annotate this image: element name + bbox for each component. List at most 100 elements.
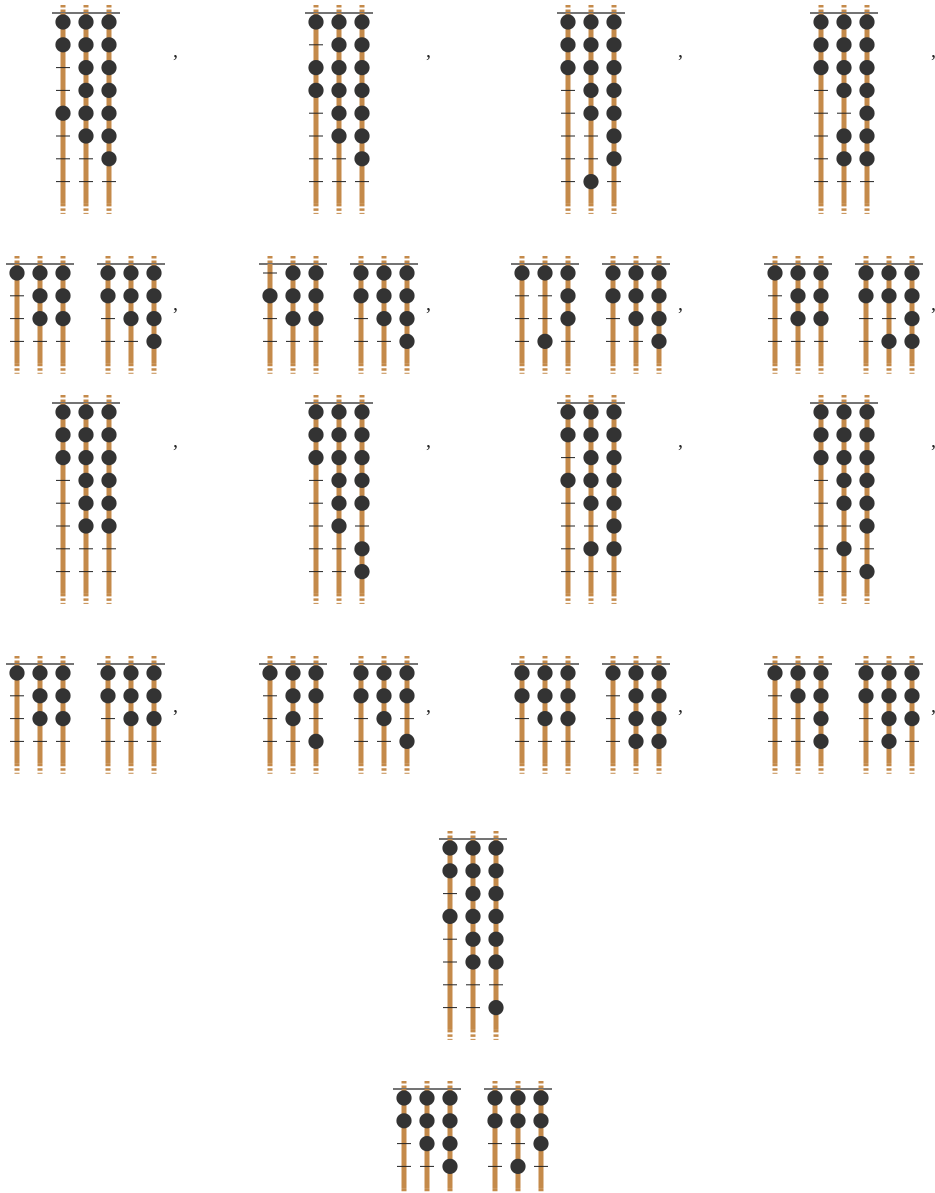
tall-abacus (305, 395, 373, 604)
separator-comma: , (678, 40, 683, 62)
abacus-bead (32, 665, 47, 680)
abacus-bead (813, 37, 828, 52)
abacus-bead (628, 665, 643, 680)
small-abacus (511, 256, 579, 374)
abacus-bead (836, 37, 851, 52)
abacus-bead (560, 473, 575, 488)
abacus-bead (651, 334, 666, 349)
abacus-bead (859, 14, 874, 29)
separator-comma: , (426, 695, 431, 717)
abacus-bead (376, 311, 391, 326)
abacus-bead (813, 265, 828, 280)
abacus-bead (354, 60, 369, 75)
abacus-bead (533, 1136, 548, 1151)
abacus-bead (651, 688, 666, 703)
abacus-bead (354, 427, 369, 442)
abacus-bead (813, 450, 828, 465)
tall-abacus (439, 831, 507, 1040)
abacus-bead (55, 404, 70, 419)
abacus-bead (55, 265, 70, 280)
abacus-bead (308, 450, 323, 465)
abacus-bead (881, 334, 896, 349)
abacus-bead (813, 734, 828, 749)
abacus-bead (881, 288, 896, 303)
abacus-bead (101, 106, 116, 121)
abacus-bead (32, 688, 47, 703)
tall-abacus (810, 395, 878, 604)
abacus-bead (353, 265, 368, 280)
abacus-bead (55, 37, 70, 52)
abacus-bead (331, 496, 346, 511)
abacus-bead (353, 288, 368, 303)
abacus-bead (813, 711, 828, 726)
abacus-bead (904, 665, 919, 680)
abacus-bead (465, 909, 480, 924)
small-abacus (6, 256, 74, 374)
abacus-bead (396, 1113, 411, 1128)
abacus-bead (285, 688, 300, 703)
small-abacus (259, 656, 327, 774)
abacus-bead (628, 288, 643, 303)
abacus-bead (78, 496, 93, 511)
abacus-bead (55, 288, 70, 303)
abacus-bead (399, 288, 414, 303)
abacus-bead (262, 288, 277, 303)
abacus-bead (465, 886, 480, 901)
abacus-bead (331, 14, 346, 29)
abacus-bead (510, 1113, 525, 1128)
abacus-bead (560, 427, 575, 442)
abacus-bead (904, 311, 919, 326)
abacus-bead (560, 14, 575, 29)
abacus-bead (354, 128, 369, 143)
abacus-bead (790, 688, 805, 703)
abacus-bead (146, 288, 161, 303)
small-abacus (764, 656, 832, 774)
abacus-bead (583, 473, 598, 488)
abacus-bead (285, 288, 300, 303)
abacus-bead (488, 863, 503, 878)
abacus-figure (764, 5, 923, 374)
abacus-bead (465, 954, 480, 969)
abacus-bead (9, 265, 24, 280)
abacus-bead (881, 688, 896, 703)
abacus-bead (836, 541, 851, 556)
abacus-bead (813, 60, 828, 75)
abacus-figure (259, 5, 418, 374)
abacus-bead (146, 265, 161, 280)
abacus-bead (78, 106, 93, 121)
abacus-bead (78, 427, 93, 442)
abacus-bead (859, 83, 874, 98)
abacus-bead (353, 665, 368, 680)
abacus-bead (101, 37, 116, 52)
abacus-bead (488, 932, 503, 947)
abacus-bead (859, 473, 874, 488)
abacus-bead (606, 60, 621, 75)
abacus-bead (101, 450, 116, 465)
abacus-bead (881, 711, 896, 726)
abacus-bead (560, 311, 575, 326)
abacus-bead (836, 496, 851, 511)
abacus-bead (813, 404, 828, 419)
abacus-bead (123, 711, 138, 726)
abacus-bead (836, 128, 851, 143)
separator-comma: , (173, 40, 178, 62)
abacus-bead (285, 311, 300, 326)
abacus-bead (354, 564, 369, 579)
abacus-bead (488, 886, 503, 901)
abacus-bead (308, 83, 323, 98)
small-abacus (393, 1081, 461, 1193)
abacus-bead (813, 311, 828, 326)
tall-abacus (557, 395, 625, 604)
abacus-bead (537, 688, 552, 703)
abacus-bead (465, 840, 480, 855)
abacus-bead (354, 14, 369, 29)
abacus-bead (331, 60, 346, 75)
abacus-bead (100, 265, 115, 280)
abacus-bead (881, 665, 896, 680)
abacus-bead (488, 1000, 503, 1015)
abacus-bead (101, 151, 116, 166)
separator-comma: , (426, 293, 431, 315)
abacus-bead (78, 14, 93, 29)
abacus-bead (262, 665, 277, 680)
